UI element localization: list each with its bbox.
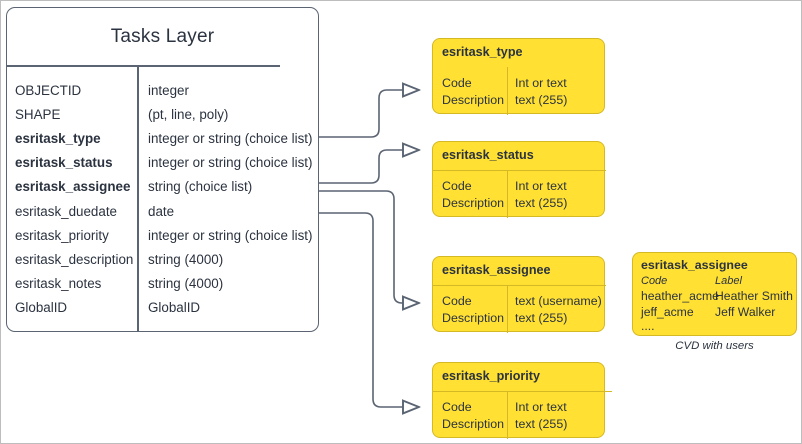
domain-right-line: Int or text bbox=[515, 76, 567, 90]
field-type: date bbox=[148, 203, 175, 219]
domain-right-line: text (255) bbox=[515, 196, 568, 210]
cvd-ellipsis-row: .... bbox=[641, 319, 655, 333]
domain-right-line: Int or text bbox=[515, 400, 567, 414]
table-row: SHAPE (pt, line, poly) bbox=[7, 102, 318, 126]
domain-title: esritask_priority bbox=[442, 369, 541, 383]
field-type: GlobalID bbox=[148, 300, 201, 316]
table-row: esritask_priority integer or string (cho… bbox=[7, 223, 318, 247]
domain-left-line: Description bbox=[442, 196, 504, 210]
domain-right-line: text (255) bbox=[515, 93, 568, 107]
domain-left-line: Description bbox=[442, 311, 504, 325]
domain-left-line: Code bbox=[442, 294, 472, 308]
field-type: (pt, line, poly) bbox=[148, 106, 229, 122]
domain-right-line: text (255) bbox=[515, 311, 568, 325]
domain-right-col: text (username) text (255) bbox=[515, 293, 602, 327]
field-name: esritask_notes bbox=[15, 276, 102, 292]
tasks-layer-entity: Tasks Layer OBJECTID integer SHAPE (pt, … bbox=[6, 7, 319, 332]
cvd-header-label: Label bbox=[715, 275, 742, 287]
field-name: esritask_type bbox=[15, 130, 101, 146]
domain-right-line: Int or text bbox=[515, 179, 567, 193]
field-name: esritask_assignee bbox=[15, 179, 131, 195]
tasks-layer-title: Tasks Layer bbox=[110, 25, 215, 47]
cvd-values-box: esritask_assignee Code Label heather_acm… bbox=[632, 252, 797, 336]
domain-column-divider bbox=[507, 170, 509, 218]
domain-box-esritask-status: esritask_status Code Description Int or … bbox=[432, 141, 606, 218]
domain-left-col: Code Description bbox=[442, 399, 504, 433]
domain-box-esritask-type: esritask_type Code Description Int or te… bbox=[432, 38, 605, 115]
connector-priority bbox=[319, 212, 419, 407]
field-type: string (4000) bbox=[148, 276, 224, 292]
domain-title-divider bbox=[433, 170, 606, 172]
domain-left-line: Code bbox=[442, 400, 472, 414]
field-type: string (4000) bbox=[148, 251, 224, 267]
cvd-row: heather_acme Heather Smith bbox=[641, 289, 793, 303]
domain-box-esritask-priority: esritask_priority Code Description Int o… bbox=[432, 362, 612, 439]
cvd-code: heather_acme bbox=[641, 289, 719, 303]
domain-title: esritask_assignee bbox=[442, 263, 551, 277]
field-type: integer or string (choice list) bbox=[148, 130, 313, 146]
cvd-title: esritask_assignee bbox=[641, 258, 748, 272]
table-row: esritask_type integer or string (choice … bbox=[7, 126, 318, 150]
domain-column-divider bbox=[507, 285, 509, 333]
domain-left-col: Code Description bbox=[442, 178, 504, 212]
domain-right-line: text (255) bbox=[515, 417, 568, 431]
field-list: OBJECTID integer SHAPE (pt, line, poly) … bbox=[7, 78, 318, 331]
domain-title-divider bbox=[433, 391, 612, 393]
field-name: esritask_duedate bbox=[15, 203, 117, 219]
connector-status bbox=[319, 150, 419, 184]
field-type: integer bbox=[148, 82, 189, 98]
domain-left-col: Code Description bbox=[442, 293, 504, 327]
domain-title: esritask_type bbox=[442, 45, 523, 59]
column-divider bbox=[137, 66, 139, 331]
table-row: esritask_description string (4000) bbox=[7, 247, 318, 271]
domain-right-col: Int or text text (255) bbox=[515, 178, 567, 212]
domain-left-line: Description bbox=[442, 417, 504, 431]
domain-left-line: Code bbox=[442, 179, 472, 193]
table-row: GlobalID GlobalID bbox=[7, 296, 318, 320]
connector-type bbox=[319, 90, 419, 138]
domain-title: esritask_status bbox=[442, 148, 534, 162]
field-name: SHAPE bbox=[15, 106, 61, 122]
table-row: esritask_status integer or string (choic… bbox=[7, 151, 318, 175]
cvd-label: Jeff Walker bbox=[715, 305, 776, 319]
field-name: OBJECTID bbox=[15, 82, 82, 98]
cvd-label: Heather Smith bbox=[715, 289, 793, 303]
domain-box-esritask-assignee: esritask_assignee Code Description text … bbox=[432, 256, 606, 333]
table-row: OBJECTID integer bbox=[7, 78, 318, 102]
field-type: integer or string (choice list) bbox=[148, 227, 313, 243]
domain-right-col: Int or text text (255) bbox=[515, 399, 567, 433]
title-divider bbox=[7, 65, 280, 67]
domain-title-divider bbox=[433, 285, 606, 287]
domain-left-line: Description bbox=[442, 93, 504, 107]
domain-right-line: text (username) bbox=[515, 294, 602, 308]
domain-left-line: Code bbox=[442, 76, 472, 90]
field-name: GlobalID bbox=[15, 300, 68, 316]
field-type: integer or string (choice list) bbox=[148, 155, 313, 171]
field-name: esritask_description bbox=[15, 251, 134, 267]
table-row: esritask_duedate date bbox=[7, 199, 318, 223]
domain-column-divider bbox=[507, 391, 509, 439]
cvd-row: jeff_acme Jeff Walker bbox=[641, 305, 775, 319]
field-name: esritask_status bbox=[15, 155, 113, 171]
cvd-caption: CVD with users bbox=[675, 340, 754, 352]
domain-left-col: Code Description bbox=[442, 75, 504, 109]
domain-column-divider bbox=[507, 67, 509, 115]
cvd-header-code: Code bbox=[641, 275, 668, 287]
field-name: esritask_priority bbox=[15, 227, 109, 243]
field-type: string (choice list) bbox=[148, 179, 253, 195]
domain-right-col: Int or text text (255) bbox=[515, 75, 567, 109]
cvd-header-row: Code Label bbox=[641, 275, 742, 287]
connector-assignee bbox=[319, 190, 419, 303]
table-row: esritask_notes string (4000) bbox=[7, 272, 318, 296]
table-row: esritask_assignee string (choice list) bbox=[7, 175, 318, 199]
cvd-code: jeff_acme bbox=[641, 305, 694, 319]
